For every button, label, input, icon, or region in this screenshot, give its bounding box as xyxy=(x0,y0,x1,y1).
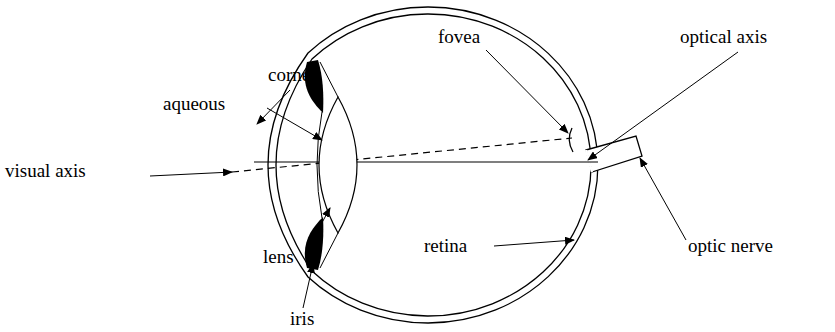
part-label: retina xyxy=(424,235,467,257)
part-label: iris xyxy=(290,308,314,330)
leader-arrow xyxy=(640,158,686,240)
retina-outline xyxy=(276,14,591,316)
leader-arrow xyxy=(150,172,232,176)
sclera-outline xyxy=(268,7,598,323)
part-label: lens xyxy=(263,246,294,268)
leader-arrow xyxy=(267,108,322,140)
leader-arrow xyxy=(588,52,738,160)
optical-axis-line xyxy=(254,161,598,162)
fovea-dip xyxy=(569,128,573,152)
leader-arrow xyxy=(494,240,574,246)
part-label: aqueous xyxy=(163,93,225,115)
part-label: optic nerve xyxy=(688,235,773,257)
leader-arrow xyxy=(303,264,313,308)
part-label: cornea xyxy=(268,64,319,86)
part-label: fovea xyxy=(438,26,480,48)
part-label: optical axis xyxy=(680,26,767,48)
leader-arrow xyxy=(486,50,568,133)
visual-axis-line xyxy=(232,138,572,172)
leader-arrow xyxy=(307,208,330,250)
optic-nerve-line xyxy=(586,150,592,172)
part-label: visual axis xyxy=(5,160,86,182)
lens-shape xyxy=(319,97,357,233)
